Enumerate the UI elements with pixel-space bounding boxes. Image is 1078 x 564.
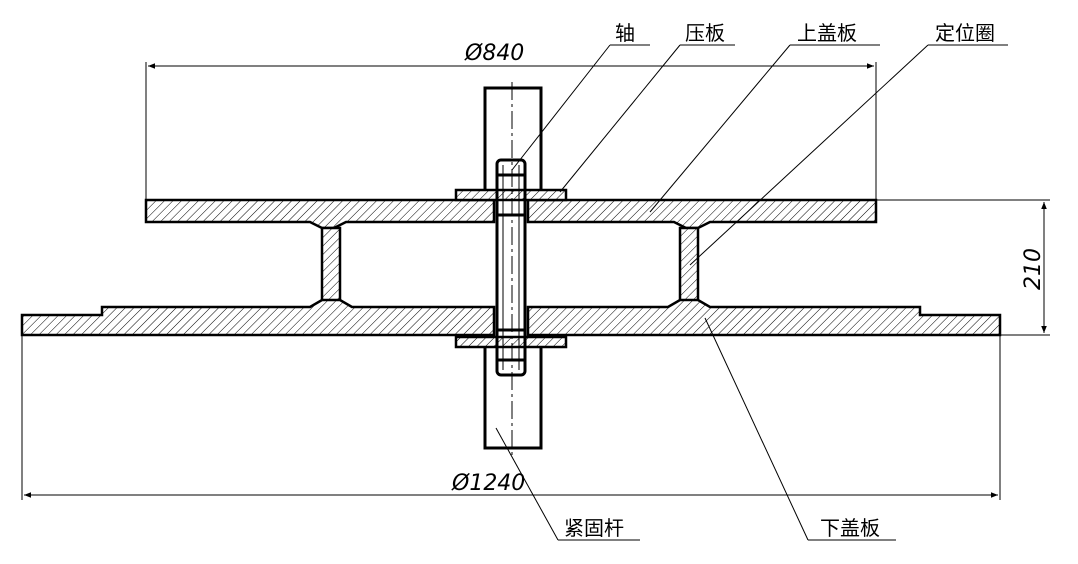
dimension-height: 210 [876,199,1050,336]
lower-cover-label: 下盖板 [820,516,880,540]
press-plate-label: 压板 [685,21,725,45]
press-plate-top [454,188,568,202]
leader-locating-ring: 定位圈 [689,21,1008,266]
lower-cover-plate-right [526,298,1002,337]
lower-diameter-label: Ø1240 [451,471,525,496]
locating-ring-right [678,226,700,308]
height-label: 210 [1021,248,1046,290]
upper-cover-label: 上盖板 [797,21,857,45]
upper-cover-plate [144,198,496,230]
press-plate-bottom [454,335,568,349]
leader-lower-cover: 下盖板 [704,317,896,541]
locating-ring-left [320,226,342,308]
leader-shaft: 轴 [511,21,650,171]
upper-diameter-label: Ø840 [464,41,524,66]
fastening-rod [495,158,527,377]
dimension-upper-diameter: Ø840 [145,41,877,200]
upper-cover-plate-right [526,198,878,230]
fastening-rod-label: 紧固杆 [564,516,624,540]
leader-press-plate: 压板 [559,21,735,193]
leader-upper-cover: 上盖板 [649,21,880,213]
lower-cover-plate [20,298,496,337]
leader-fastening-rod: 紧固杆 [495,427,640,541]
locating-ring-label: 定位圈 [935,21,995,45]
dimension-lower-diameter: Ø1240 [21,335,1001,500]
shaft [483,86,543,450]
shaft-label: 轴 [615,21,635,45]
